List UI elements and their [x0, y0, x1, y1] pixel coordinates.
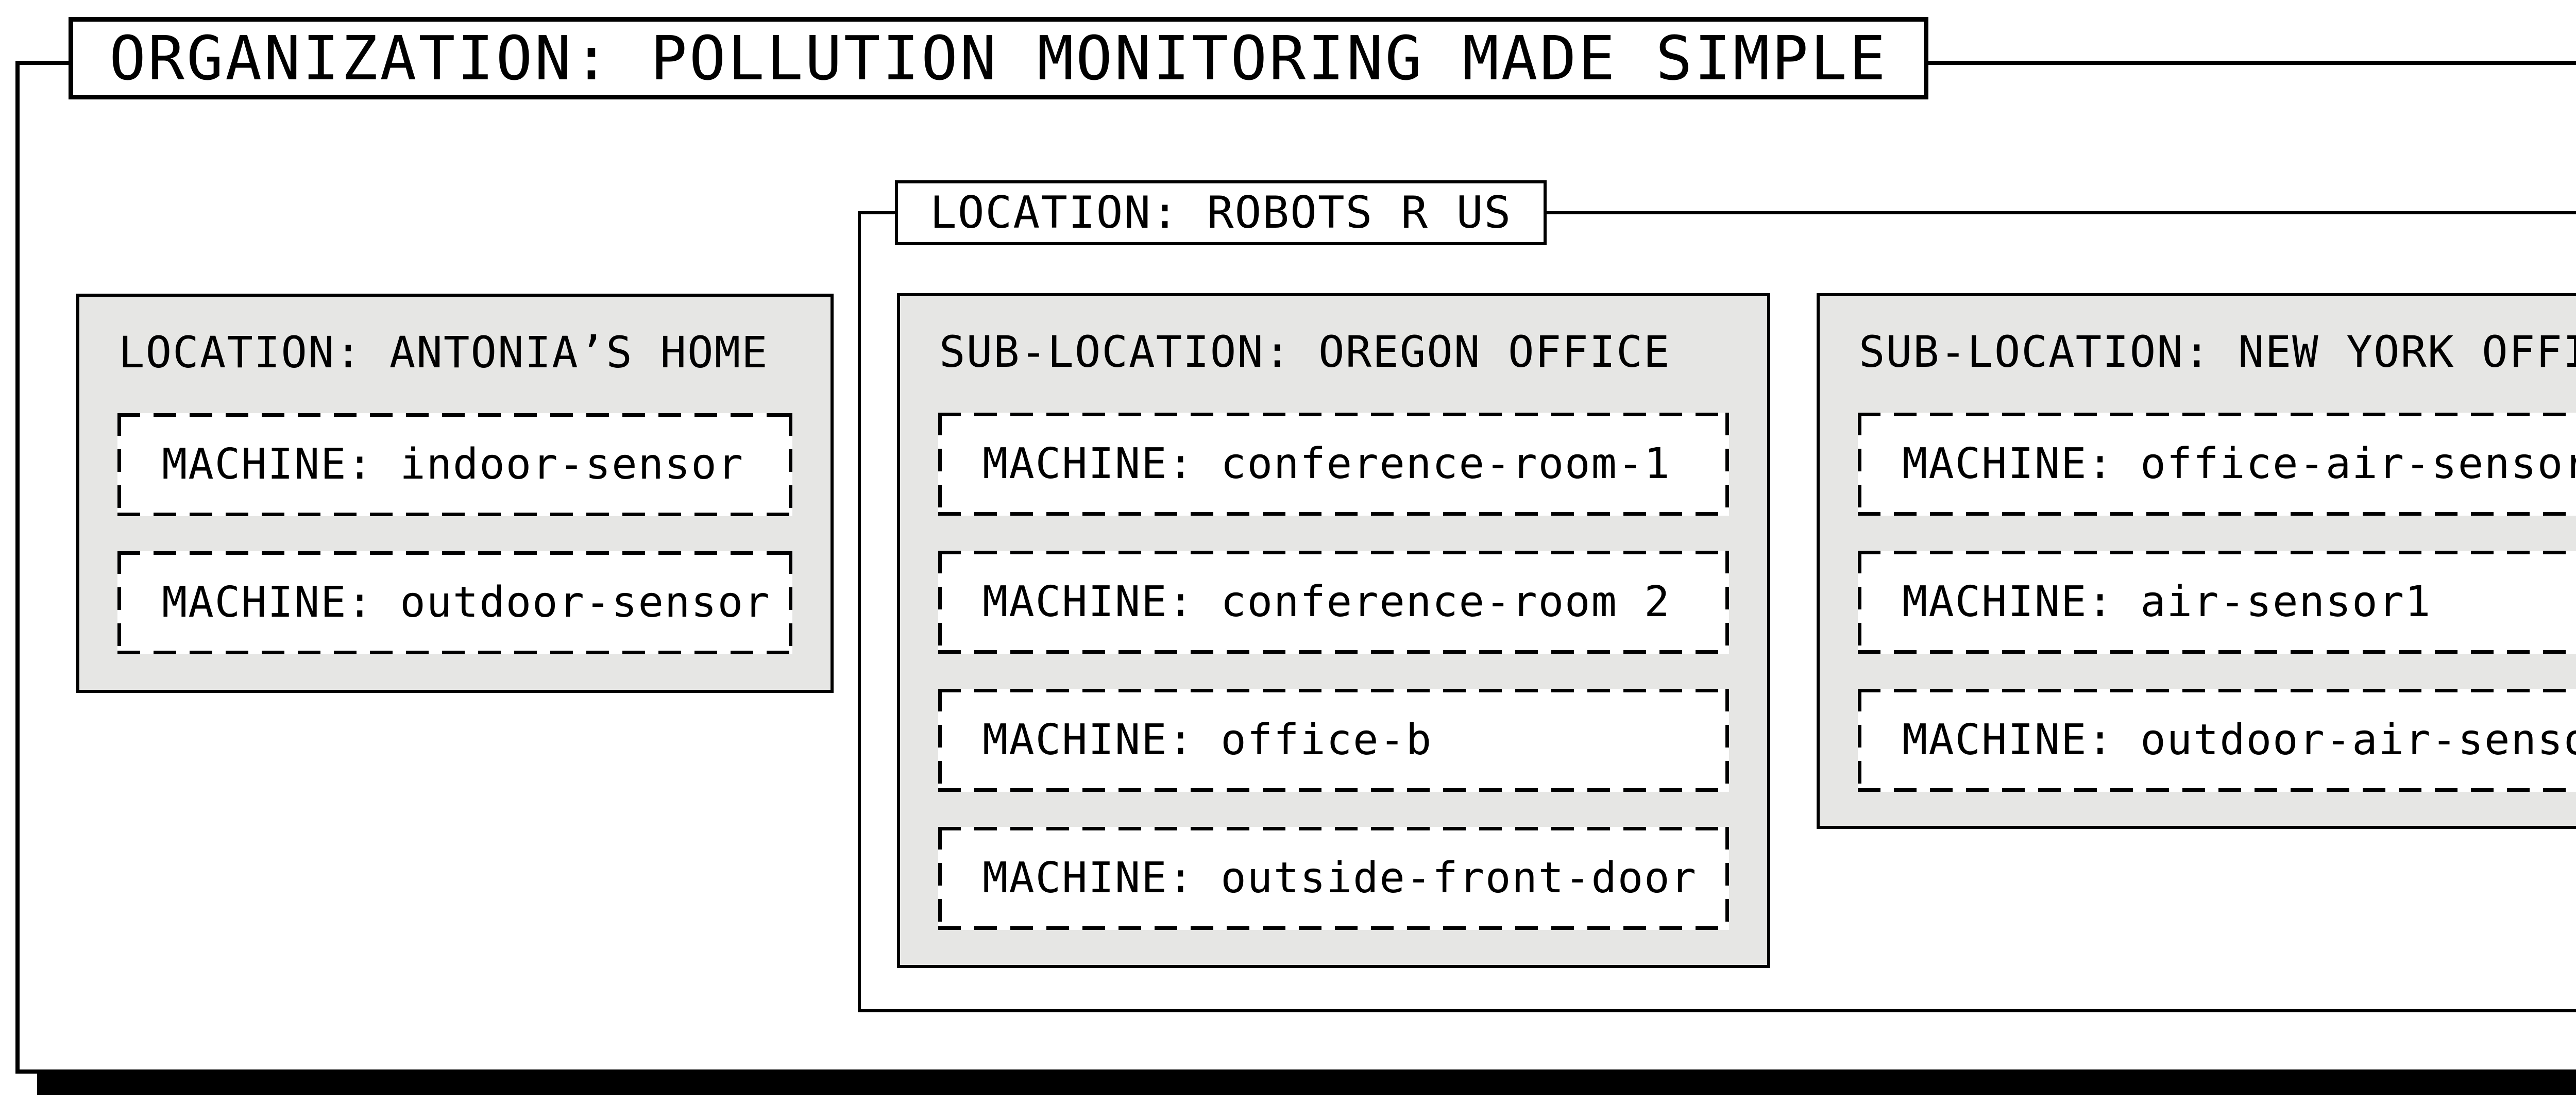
- sublocation-box-new-york-office: SUB-LOCATION: NEW YORK OFFICE MACHINE: o…: [1817, 293, 2576, 829]
- machine-box-outside-front-door: MACHINE: outside-front-door: [938, 827, 1729, 930]
- robots-r-us-label: LOCATION: ROBOTS R US: [930, 187, 1512, 239]
- machine-box-indoor-sensor: MACHINE: indoor-sensor: [117, 413, 792, 516]
- new-york-office-machine-list: MACHINE: office-air-sensor MACHINE: air-…: [1858, 413, 2576, 792]
- oregon-office-label: SUB-LOCATION: OREGON OFFICE: [939, 327, 1671, 377]
- oregon-office-machine-list: MACHINE: conference-room-1 MACHINE: conf…: [938, 413, 1729, 930]
- antonias-home-machine-list: MACHINE: indoor-sensor MACHINE: outdoor-…: [117, 413, 792, 654]
- machine-box-conference-room-2: MACHINE: conference-room 2: [938, 551, 1729, 654]
- machine-box-air-sensor1: MACHINE: air-sensor1: [1858, 551, 2576, 654]
- machine-box-outdoor-sensor: MACHINE: outdoor-sensor: [117, 551, 792, 654]
- organization-title: ORGANIZATION: POLLUTION MONITORING MADE …: [109, 23, 1888, 94]
- organization-title-box: ORGANIZATION: POLLUTION MONITORING MADE …: [69, 17, 1928, 99]
- robots-r-us-label-box: LOCATION: ROBOTS R US: [895, 180, 1547, 245]
- organization-frame: ORGANIZATION: POLLUTION MONITORING MADE …: [15, 17, 2576, 1074]
- sublocation-box-oregon-office: SUB-LOCATION: OREGON OFFICE MACHINE: con…: [897, 293, 1770, 968]
- location-box-antonias-home: LOCATION: ANTONIA’S HOME MACHINE: indoor…: [76, 294, 834, 693]
- new-york-office-label: SUB-LOCATION: NEW YORK OFFICE: [1859, 327, 2576, 377]
- machine-box-conference-room-1: MACHINE: conference-room-1: [938, 413, 1729, 516]
- machine-box-outdoor-air-sensor: MACHINE: outdoor-air-sensor: [1858, 689, 2576, 792]
- machine-box-office-air-sensor: MACHINE: office-air-sensor: [1858, 413, 2576, 516]
- machine-box-office-b: MACHINE: office-b: [938, 689, 1729, 792]
- location-container-robots-r-us: LOCATION: ROBOTS R US SUB-LOCATION: OREG…: [858, 180, 2576, 1012]
- antonias-home-label: LOCATION: ANTONIA’S HOME: [118, 327, 769, 378]
